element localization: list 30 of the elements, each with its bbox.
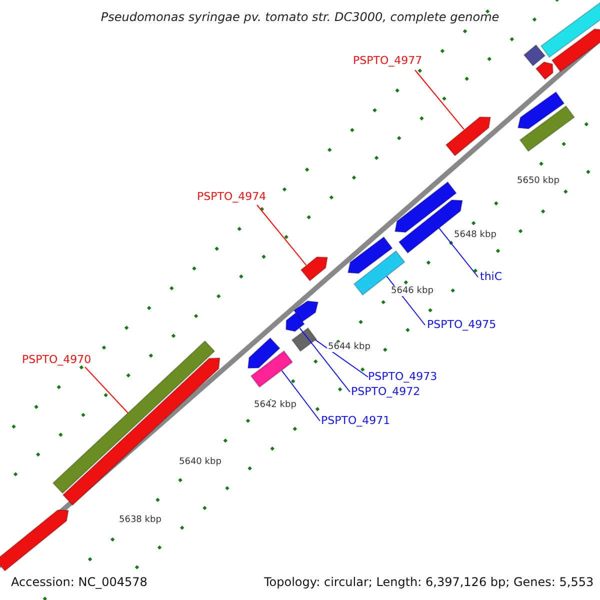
gene-label: PSPTO_4972 [351,385,420,398]
leader-line [438,227,478,278]
leader-line [414,70,464,130]
leader-line [256,204,307,266]
leader-line [299,328,350,392]
leader-line [281,370,320,422]
scale-label: 5640 kbp [178,457,222,467]
scale-label: 5650 kbp [516,176,560,186]
gene-label: PSPTO_4975 [427,318,496,331]
gene-feature [300,256,327,280]
leader-line [84,366,128,414]
scale-label: 5642 kbp [253,400,298,410]
gene-label: PSPTO_4973 [368,370,438,383]
gene-label: thiC [480,270,502,283]
leader-line [314,339,368,378]
scale-label: 5648 kbp [453,230,498,240]
gene-feature [286,313,304,332]
gene-label: PSPTO_4977 [353,54,422,67]
footer-text: Accession: NC_004578 [10,575,148,589]
scale-label: 5646 kbp [390,286,434,296]
gene-feature [292,328,316,352]
scale-label: 5638 kbp [118,515,162,525]
gene-label: PSPTO_4974 [197,190,266,203]
gene-label: PSPTO_4970 [22,353,92,366]
gene-label: PSPTO_4971 [321,414,390,427]
gene-feature [250,351,292,388]
scale-label: 5644 kbp [327,342,372,352]
footer-text: Topology: circular; Length: 6,397,126 bp; Genes: 5,553 [263,575,595,589]
title: Pseudomonas syringae pv. tomato str. DC3000, complete genome [100,10,500,24]
gene-feature [446,116,490,156]
